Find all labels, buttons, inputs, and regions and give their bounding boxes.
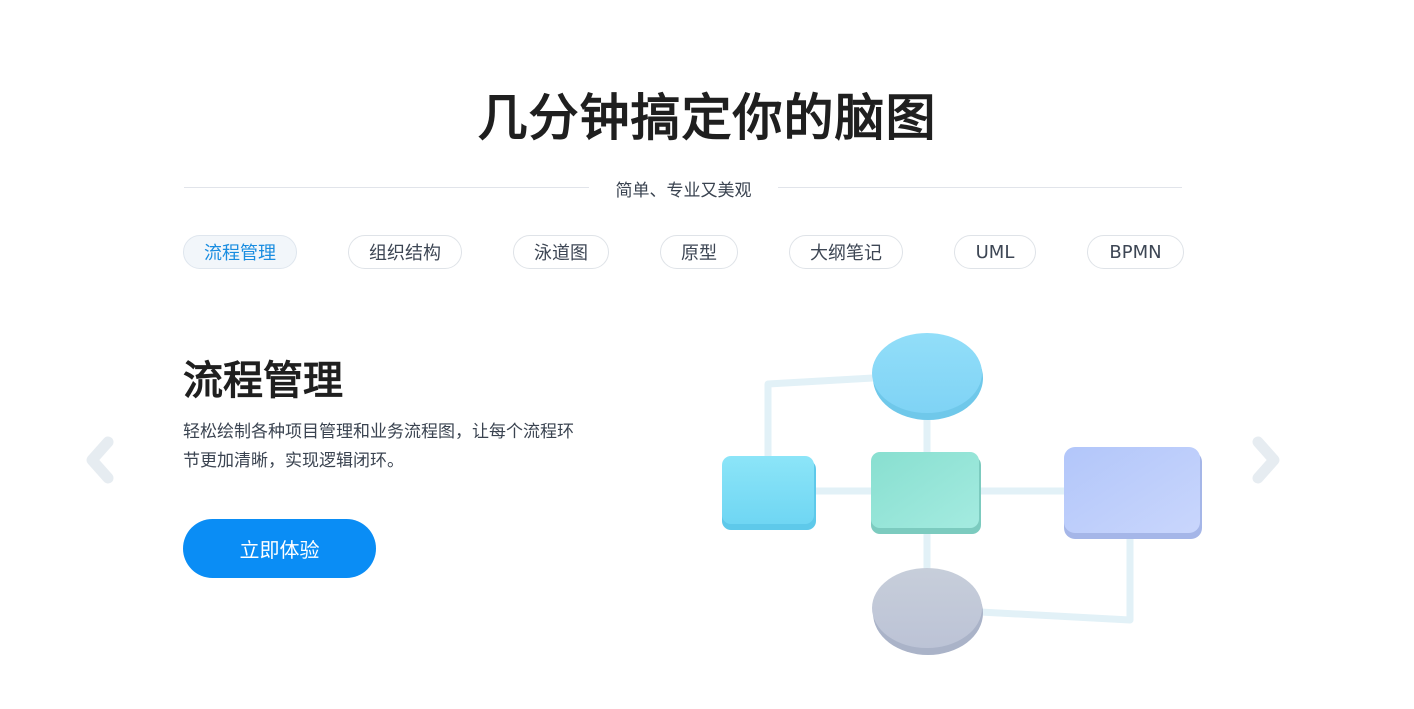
tab-swimlane[interactable]: 泳道图 [513,235,609,269]
flow-node-right [1064,447,1202,539]
flow-node-end [872,568,983,655]
tab-process-management[interactable]: 流程管理 [183,235,297,269]
flowchart-illustration [710,320,1210,660]
subtitle-row: 简单、专业又美观 [184,176,1182,201]
divider-left [184,187,589,188]
carousel-prev-button[interactable] [80,432,120,488]
connector-lines [764,374,1134,624]
page-subtitle: 简单、专业又美观 [615,181,752,201]
divider-right [778,187,1182,188]
tab-outline-notes[interactable]: 大纲笔记 [789,235,903,269]
tab-uml[interactable]: UML [954,235,1036,269]
carousel-next-button[interactable] [1246,432,1286,488]
tab-bpmn[interactable]: BPMN [1087,235,1184,269]
flow-node-left [722,456,816,530]
chevron-right-icon [1252,436,1280,484]
try-now-button[interactable]: 立即体验 [183,519,376,578]
chevron-left-icon [86,436,114,484]
page-title: 几分钟搞定你的脑图 [477,89,937,147]
tab-prototype[interactable]: 原型 [660,235,738,269]
content-title: 流程管理 [183,358,343,404]
flow-node-start [872,333,983,420]
content-description: 轻松绘制各种项目管理和业务流程图，让每个流程环节更加清晰，实现逻辑闭环。 [183,422,574,471]
tab-org-structure[interactable]: 组织结构 [348,235,462,269]
flow-node-center [871,452,981,534]
